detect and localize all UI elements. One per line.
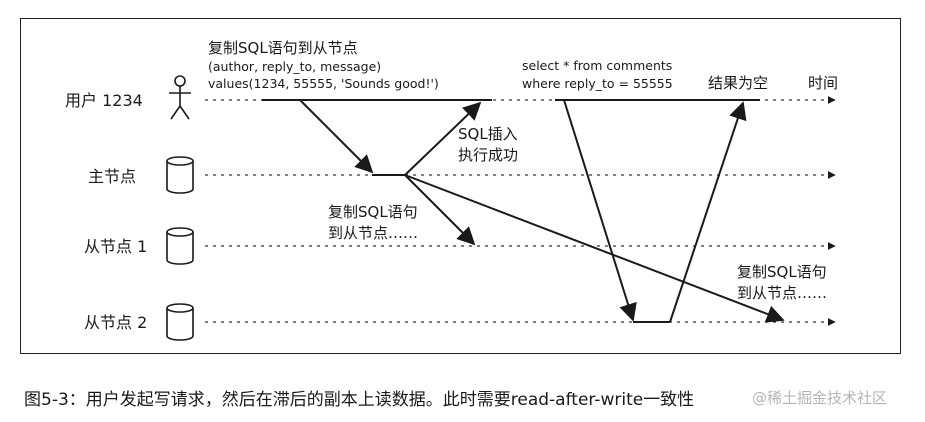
insert-ok-label-2: 执行成功 bbox=[458, 146, 518, 164]
follower1-database-icon bbox=[166, 227, 194, 265]
replicate1-label-2: 到从节点…… bbox=[328, 224, 418, 242]
select-query-label-1: select * from comments bbox=[522, 58, 672, 73]
write-to-leader-arrow bbox=[299, 99, 374, 174]
user-icon bbox=[169, 75, 191, 120]
lane-label-leader: 主节点 bbox=[88, 167, 136, 186]
time-label: 时间 bbox=[808, 74, 838, 92]
replicate1-label-1: 复制SQL语句 bbox=[328, 203, 418, 221]
lane-label-follower1: 从节点 1 bbox=[84, 237, 147, 256]
insert-values-label: values(1234, 55555, 'Sounds good!') bbox=[208, 76, 439, 91]
watermark-text: @稀土掘金技术社区 bbox=[752, 389, 888, 407]
insert-title-label: 复制SQL语句到从节点 bbox=[208, 39, 358, 57]
empty-result-arrow bbox=[669, 101, 747, 323]
select-query-label-2: where reply_to = 55555 bbox=[522, 76, 673, 91]
empty-result-label: 结果为空 bbox=[708, 74, 768, 92]
replicate2-label-1: 复制SQL语句 bbox=[737, 263, 827, 281]
insert-columns-label: (author, reply_to, message) bbox=[208, 59, 381, 74]
follower2-database-icon bbox=[166, 303, 194, 341]
insert-ok-arrow bbox=[404, 101, 482, 176]
replicate-to-follower2-arrow bbox=[404, 174, 785, 323]
leader-database-icon bbox=[166, 156, 194, 194]
figure-caption: 图5-3：用户发起写请求，然后在滞后的副本上读数据。此时需要read-after… bbox=[24, 390, 695, 410]
insert-ok-label-1: SQL插入 bbox=[458, 125, 518, 143]
lane-label-follower2: 从节点 2 bbox=[84, 313, 147, 332]
read-to-follower2-arrow bbox=[563, 99, 637, 322]
lane-label-user: 用户 1234 bbox=[65, 91, 143, 110]
replicate-to-follower1-arrow bbox=[404, 174, 476, 246]
replicate2-label-2: 到从节点…… bbox=[737, 284, 827, 302]
